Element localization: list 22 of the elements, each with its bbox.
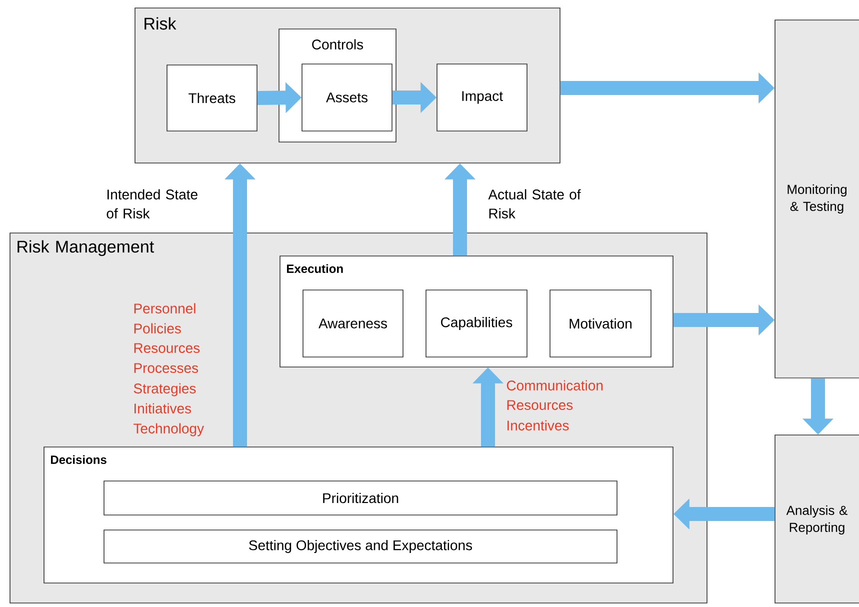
process-box: Monitoring & Testing <box>774 20 859 378</box>
process-box: Setting Objectives and Expectations <box>104 530 618 564</box>
list-item: Processes <box>134 363 198 373</box>
list-item: Initiatives <box>134 403 192 414</box>
list-item: Personnel <box>134 303 196 314</box>
edge-label: Intended State of Risk <box>106 189 198 218</box>
process-box: Awareness <box>302 290 404 358</box>
process-box: Motivation <box>550 290 652 358</box>
list-item: Incentives <box>508 420 569 430</box>
process-box: Analysis & Reporting <box>774 434 859 604</box>
list-item: Policies <box>134 323 181 334</box>
process-box: Threats <box>166 64 258 132</box>
process-box: Impact <box>436 64 528 132</box>
list-item: Resources <box>134 343 200 353</box>
edge-label: Actual State of Risk <box>488 189 581 218</box>
process-box: Prioritization <box>104 480 618 516</box>
list-item: Strategies <box>134 383 196 396</box>
process-box: Capabilities <box>426 290 528 358</box>
list-item: Technology <box>134 423 204 436</box>
list-item: Resources <box>507 400 573 410</box>
list-item: Communication <box>506 380 603 390</box>
process-box: Assets <box>302 64 392 132</box>
